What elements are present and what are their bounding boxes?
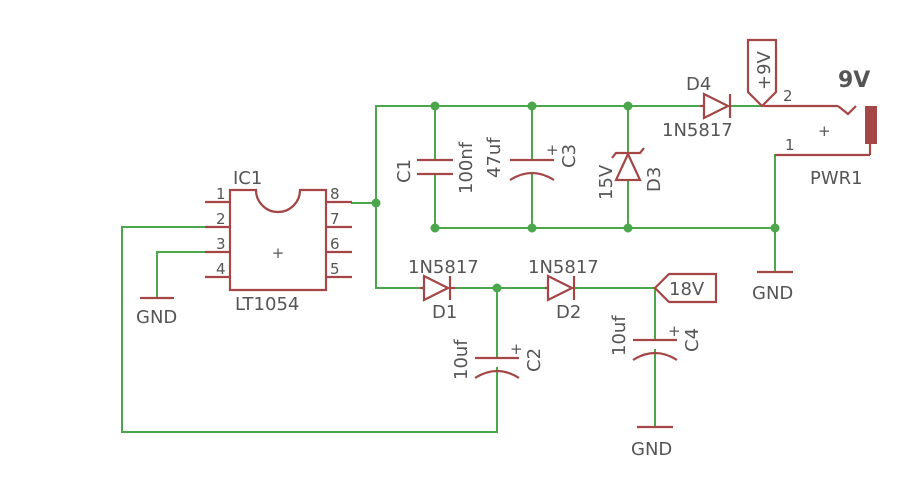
pwr1-name-label: PWR1 bbox=[810, 168, 863, 189]
wires bbox=[121, 105, 776, 433]
junction-dot bbox=[527, 223, 537, 233]
d2-name-label: D2 bbox=[556, 302, 581, 323]
ic1-pin-2: 2 bbox=[216, 210, 226, 228]
d4-value-label: 1N5817 bbox=[662, 120, 733, 141]
gnd-symbol: GND bbox=[136, 296, 177, 328]
c2-capacitor[interactable]: + bbox=[474, 340, 523, 379]
ic1-pin-8: 8 bbox=[330, 185, 340, 203]
gnd-label: GND bbox=[136, 307, 177, 328]
pwr1-value-label: 9V bbox=[838, 68, 870, 93]
d4-diode[interactable] bbox=[700, 92, 732, 120]
ic1-pin-3: 3 bbox=[216, 235, 226, 253]
d1-name-label: D1 bbox=[432, 302, 457, 323]
junction-dots bbox=[371, 101, 780, 293]
ic1-pin-6: 6 bbox=[330, 235, 340, 253]
ic1-name-label: IC1 bbox=[233, 168, 262, 189]
c3-value-label: 47uf bbox=[484, 137, 505, 178]
pwr1-plus-mark: + bbox=[818, 122, 831, 140]
ic1-pin-1: 1 bbox=[216, 185, 226, 203]
c2-polarity-mark: + bbox=[510, 340, 523, 358]
d1-diode[interactable] bbox=[420, 274, 455, 302]
18v-net-label: 18V bbox=[653, 272, 718, 304]
c4-name-label: C4 bbox=[682, 328, 703, 352]
c3-capacitor[interactable]: + bbox=[509, 141, 559, 181]
plus-9v-label-text: +9V bbox=[754, 50, 775, 90]
c2-name-label: C2 bbox=[524, 348, 545, 372]
plus-9v-net-label: +9V bbox=[746, 38, 778, 108]
c4-value-label: 10uf bbox=[609, 315, 630, 356]
ic1-pin-7: 7 bbox=[330, 210, 340, 228]
gnd-symbol: GND bbox=[631, 425, 673, 460]
junction-dot bbox=[371, 198, 381, 208]
d3-zener-diode[interactable] bbox=[611, 147, 645, 182]
ic1-pin-4: 4 bbox=[216, 260, 226, 278]
ic1-center-mark: + bbox=[272, 244, 285, 262]
ic1-chip[interactable]: + 1 2 3 4 8 7 6 5 bbox=[205, 185, 352, 292]
gnd-label: GND bbox=[631, 439, 672, 460]
pwr1-connector[interactable]: + 2 1 bbox=[764, 87, 877, 157]
pwr1-pin-1: 1 bbox=[785, 136, 795, 154]
c3-name-label: C3 bbox=[559, 144, 580, 168]
d3-name-label: D3 bbox=[644, 167, 665, 192]
d2-value-label: 1N5817 bbox=[528, 257, 599, 278]
gnd-symbol: GND bbox=[752, 270, 793, 304]
junction-dot bbox=[492, 283, 502, 293]
d2-diode[interactable] bbox=[545, 274, 576, 302]
ic1-value-label: LT1054 bbox=[235, 294, 299, 315]
junction-dot bbox=[623, 101, 633, 111]
c1-name-label: C1 bbox=[394, 159, 415, 183]
d1-value-label: 1N5817 bbox=[408, 257, 479, 278]
d4-name-label: D4 bbox=[686, 74, 711, 95]
gnd-label: GND bbox=[752, 283, 793, 304]
junction-dot bbox=[430, 223, 440, 233]
pwr1-pin-2: 2 bbox=[783, 87, 793, 105]
ic1-pin-5: 5 bbox=[330, 260, 340, 278]
d3-value-label: 15V bbox=[596, 164, 617, 200]
c1-value-label: 100nf bbox=[456, 141, 477, 194]
18v-label-text: 18V bbox=[669, 279, 705, 300]
c1-capacitor[interactable] bbox=[417, 158, 453, 176]
junction-dot bbox=[527, 101, 537, 111]
c4-polarity-mark: + bbox=[668, 322, 681, 340]
junction-dot bbox=[770, 223, 780, 233]
c4-capacitor[interactable]: + bbox=[632, 322, 681, 361]
junction-dot bbox=[430, 101, 440, 111]
c2-value-label: 10uf bbox=[451, 339, 472, 380]
c3-polarity-mark: + bbox=[546, 141, 559, 159]
junction-dot bbox=[623, 223, 633, 233]
